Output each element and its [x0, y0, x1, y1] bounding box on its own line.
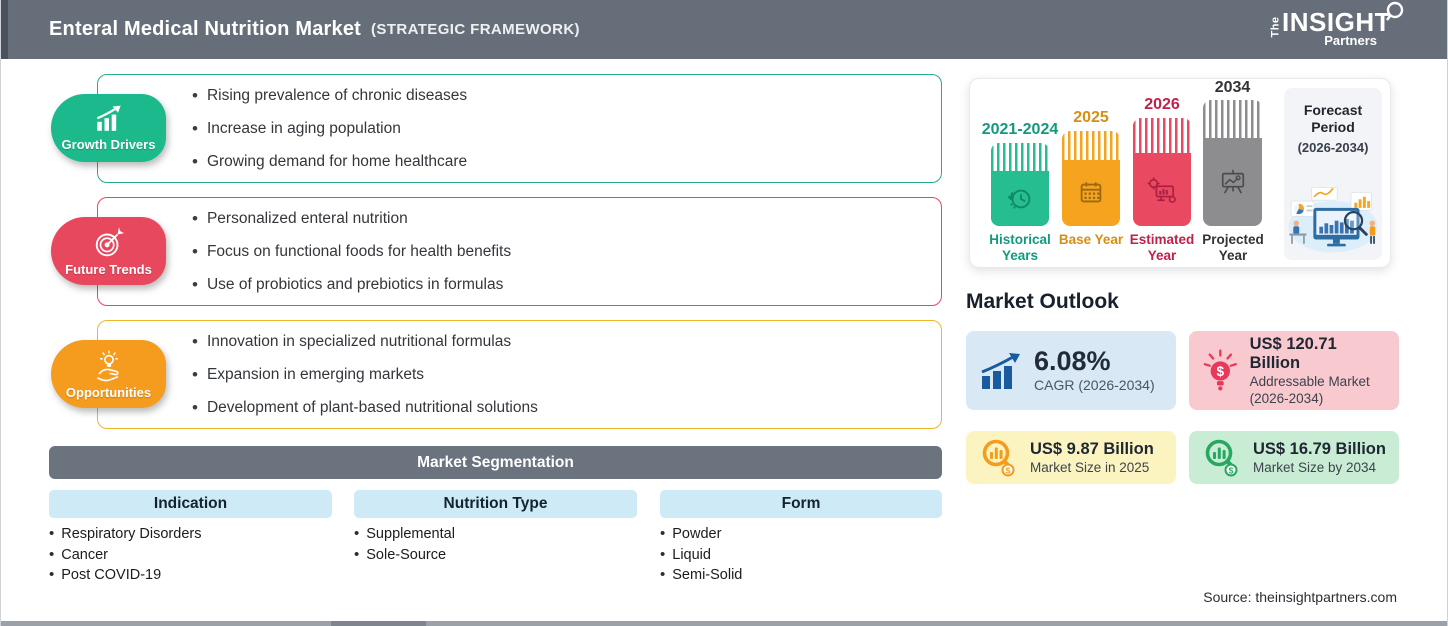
forecast-title: Forecast Period [1303, 102, 1363, 135]
pill-label: Future Trends [65, 261, 152, 277]
timeline-caption: Estimated Year [1129, 232, 1195, 263]
svg-text:$: $ [1217, 363, 1225, 378]
growth-bars-arrow-icon [981, 352, 1020, 389]
magnifier-lens-icon [1386, 1, 1404, 21]
logo-the-text: The [1269, 16, 1282, 38]
hand-lightbulb-icon [96, 350, 119, 381]
future-trends-box: Personalized enteral nutrition Focus on … [97, 197, 942, 306]
page-title: Enteral Medical Nutrition Market [49, 18, 362, 40]
timeline-caption: Projected Year [1202, 232, 1264, 263]
list-item: Semi-Solid [660, 565, 742, 586]
segmentation-header-form: Form [660, 490, 942, 518]
market-size-2025-value: US$ 9.87 Billion [1030, 439, 1154, 458]
opportunities-box: Innovation in specialized nutritional fo… [97, 320, 942, 429]
magnifier-bars-icon: $ [982, 439, 1015, 476]
market-size-2034-label: Market Size by 2034 [1253, 459, 1377, 475]
list-item: Liquid [660, 545, 742, 566]
list-item: Use of probiotics and prebiotics in form… [192, 275, 511, 295]
market-segmentation-bar: Market Segmentation [49, 446, 942, 479]
analytics-illustration [1288, 186, 1378, 253]
list-item: Expansion in emerging markets [192, 365, 538, 385]
svg-text:$: $ [1006, 465, 1011, 475]
list-item: Focus on functional foods for health ben… [192, 242, 511, 262]
bar-stripes [1203, 100, 1262, 138]
timeline-year-label: 2034 [1214, 79, 1251, 96]
market-outlook-title: Market Outlook [966, 290, 1119, 313]
scrollbar-thumb[interactable] [331, 621, 426, 626]
segmentation-header-indication: Indication [49, 490, 332, 518]
logo-insight-text: INSIGHT [1282, 1, 1404, 35]
segmentation-header-nutrition-type: Nutrition Type [354, 490, 637, 518]
calendar-icon [1080, 182, 1102, 203]
cagr-card: 6.08% CAGR (2026-2034) [966, 331, 1176, 410]
addressable-market-value: US$ 120.71 Billion [1249, 334, 1337, 372]
addressable-market-label: Addressable Market (2026-2034) [1249, 373, 1370, 406]
timeline-bar-historical [991, 143, 1049, 226]
timeline-year-label: 2025 [1073, 109, 1109, 126]
list-item: Growing demand for home healthcare [192, 152, 467, 172]
timeline-caption: Base Year [1058, 232, 1124, 247]
market-size-2034-value: US$ 16.79 Billion [1253, 439, 1386, 458]
list-item: Innovation in specialized nutritional fo… [192, 332, 538, 352]
forecast-range: (2026-2034) [1297, 140, 1369, 155]
opportunities-pill: Opportunities [51, 340, 166, 408]
opportunities-list: Innovation in specialized nutritional fo… [192, 321, 538, 428]
timeline-bar-estimated [1133, 118, 1191, 226]
pill-label: Opportunities [65, 384, 152, 400]
future-trends-list: Personalized enteral nutrition Focus on … [192, 198, 511, 305]
page-subtitle: (STRATEGIC FRAMEWORK) [371, 21, 580, 38]
list-item: Post COVID-19 [49, 565, 201, 586]
timeline-year-label: 2026 [1144, 96, 1180, 113]
list-item: Supplemental [354, 524, 455, 545]
timeline-bar-projected [1203, 100, 1262, 226]
gear-monitor-icon [1147, 176, 1176, 203]
growth-drivers-box: Rising prevalence of chronic diseases In… [97, 74, 942, 183]
list-item: Increase in aging population [192, 119, 467, 139]
addressable-market-card: $ US$ 120.71 Billion Addressable Market … [1189, 331, 1399, 410]
presentation-board-icon [1221, 169, 1244, 194]
logo-partners-text: Partners [1324, 33, 1377, 48]
growth-drivers-pill: Growth Drivers [51, 94, 166, 162]
growth-drivers-list: Rising prevalence of chronic diseases In… [192, 75, 467, 182]
segmentation-list-form: Powder Liquid Semi-Solid [660, 524, 742, 586]
cagr-label: CAGR (2026-2034) [1034, 377, 1155, 393]
market-size-2025-label: Market Size in 2025 [1030, 459, 1150, 475]
forecast-period-box: Forecast Period (2026-2034) [1284, 88, 1382, 260]
magnifier-bars-icon: $ [1205, 439, 1238, 476]
header-bar: Enteral Medical Nutrition Market (STRATE… [1, 0, 1447, 59]
bar-stripes [1062, 131, 1120, 160]
insight-partners-logo: The INSIGHT Partners [1265, 1, 1404, 48]
market-size-2034-card: $ US$ 16.79 Billion Market Size by 2034 [1189, 431, 1399, 484]
list-item: Development of plant-based nutritional s… [192, 398, 538, 418]
cagr-value: 6.08% [1034, 346, 1111, 376]
lightbulb-dollar-icon: $ [1203, 349, 1237, 391]
market-size-2025-card: $ US$ 9.87 Billion Market Size in 2025 [966, 431, 1176, 484]
segmentation-list-nutrition-type: Supplemental Sole-Source [354, 524, 455, 565]
source-attribution: Source: theinsightpartners.com [1203, 589, 1397, 605]
future-trends-pill: Future Trends [51, 217, 166, 285]
timeline-caption: Historical Years [989, 232, 1051, 263]
timeline-year-label: 2021-2024 [981, 121, 1059, 138]
bar-stripes [991, 143, 1049, 171]
list-item: Sole-Source [354, 545, 455, 566]
segmentation-list-indication: Respiratory Disorders Cancer Post COVID-… [49, 524, 201, 586]
pill-label: Growth Drivers [61, 136, 156, 152]
growth-chart-icon [96, 105, 121, 131]
list-item: Personalized enteral nutrition [192, 209, 511, 229]
list-item: Rising prevalence of chronic diseases [192, 86, 467, 106]
segmentation-title: Market Segmentation [417, 453, 574, 471]
bar-stripes [1133, 118, 1191, 153]
timeline-panel: 2021-2024 2025 2026 2034 [969, 78, 1391, 268]
timeline-bar-base [1062, 131, 1120, 226]
target-arrow-icon [95, 226, 124, 256]
horizontal-scrollbar[interactable] [1, 621, 1447, 626]
header-title-group: Enteral Medical Nutrition Market (STRATE… [49, 0, 580, 59]
svg-text:$: $ [1229, 465, 1234, 475]
history-clock-icon [1007, 189, 1031, 209]
list-item: Cancer [49, 545, 201, 566]
list-item: Respiratory Disorders [49, 524, 201, 545]
list-item: Powder [660, 524, 742, 545]
header-left-edge [1, 0, 8, 59]
